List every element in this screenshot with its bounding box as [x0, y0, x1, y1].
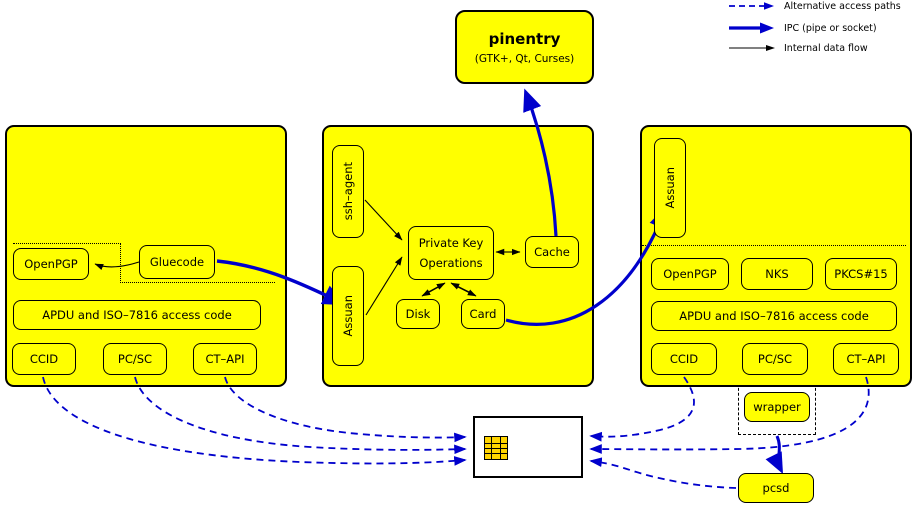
- node-label: Disk: [405, 306, 431, 321]
- node-openpgp-scdaemon[interactable]: OpenPGP: [651, 258, 729, 290]
- node-pcsd[interactable]: pcsd: [738, 473, 814, 503]
- node-assuan-gpgagent[interactable]: Assuan: [332, 266, 364, 366]
- node-label: OpenPGP: [663, 266, 717, 281]
- legend-swatch-internal: [729, 45, 775, 51]
- node-label: Assuan: [340, 295, 355, 337]
- legend-label-alt: Alternative access paths: [784, 0, 901, 12]
- legend-swatch-alt: [729, 2, 774, 10]
- pinentry-box[interactable]: pinentry (GTK+, Qt, Curses): [455, 10, 594, 84]
- edge-alt-scd-ctapi-to-card: [589, 376, 870, 454]
- node-pcsc-gpg[interactable]: PC/SC: [103, 343, 167, 375]
- node-assuan-scdaemon[interactable]: Assuan: [654, 138, 686, 238]
- node-card[interactable]: Card: [461, 299, 505, 329]
- node-label: NKS: [765, 266, 789, 281]
- edge-alt-pcsd-to-card: [589, 457, 737, 489]
- node-openpgp-gpg[interactable]: OpenPGP: [13, 248, 89, 280]
- edge-alt-gpg-pcsc-to-card: [134, 376, 467, 455]
- node-ccid-scdaemon[interactable]: CCID: [651, 343, 717, 375]
- node-cache[interactable]: Cache: [525, 236, 579, 268]
- node-label-line1: Private Key: [418, 235, 484, 250]
- smartcard-chip-icon: [484, 436, 508, 460]
- node-label: PC/SC: [117, 351, 153, 366]
- node-label: CCID: [29, 351, 59, 366]
- node-label: pcsd: [762, 480, 790, 495]
- edge-ipc-wrapper-to-pcsd: [765, 435, 784, 475]
- node-label: APDU and ISO–7816 access code: [42, 307, 232, 322]
- node-ccid-gpg[interactable]: CCID: [12, 343, 76, 375]
- node-label: Card: [469, 306, 497, 321]
- node-disk[interactable]: Disk: [396, 299, 440, 329]
- node-label: OpenPGP: [24, 256, 78, 271]
- node-pcsc-scdaemon[interactable]: PC/SC: [742, 343, 808, 375]
- legend-swatch-ipc: [729, 22, 774, 34]
- node-label: Gluecode: [149, 254, 205, 269]
- node-label: PKCS#15: [834, 266, 888, 281]
- node-label: CT–API: [205, 351, 245, 366]
- node-ssh-agent[interactable]: ssh–agent: [332, 145, 364, 238]
- node-label: Cache: [534, 244, 570, 259]
- legend-label-internal: Internal data flow: [784, 42, 868, 54]
- node-label: PC/SC: [757, 351, 793, 366]
- node-nks[interactable]: NKS: [741, 258, 813, 290]
- node-apdu-scdaemon[interactable]: APDU and ISO–7816 access code: [651, 301, 897, 331]
- node-ctapi-scdaemon[interactable]: CT–API: [833, 343, 899, 375]
- node-label: wrapper: [753, 399, 801, 414]
- node-pkcs15[interactable]: PKCS#15: [825, 258, 897, 290]
- node-wrapper[interactable]: wrapper: [744, 392, 810, 422]
- legend-label-ipc: IPC (pipe or socket): [784, 22, 877, 34]
- node-label: CT–API: [846, 351, 886, 366]
- node-label: APDU and ISO–7816 access code: [679, 308, 869, 323]
- edge-alt-gpg-ccid-to-card: [42, 376, 467, 466]
- pinentry-subtitle: (GTK+, Qt, Curses): [474, 52, 575, 65]
- node-gluecode[interactable]: Gluecode: [139, 245, 215, 279]
- node-label: CCID: [669, 351, 699, 366]
- node-label: ssh–agent: [340, 162, 355, 221]
- node-apdu-gpg[interactable]: APDU and ISO–7816 access code: [13, 300, 261, 330]
- pinentry-title: pinentry: [488, 29, 561, 48]
- node-ctapi-gpg[interactable]: CT–API: [193, 343, 257, 375]
- node-private-key-operations[interactable]: Private Key Operations: [408, 226, 494, 280]
- node-label: Assuan: [662, 167, 677, 209]
- node-label-line2: Operations: [419, 256, 483, 270]
